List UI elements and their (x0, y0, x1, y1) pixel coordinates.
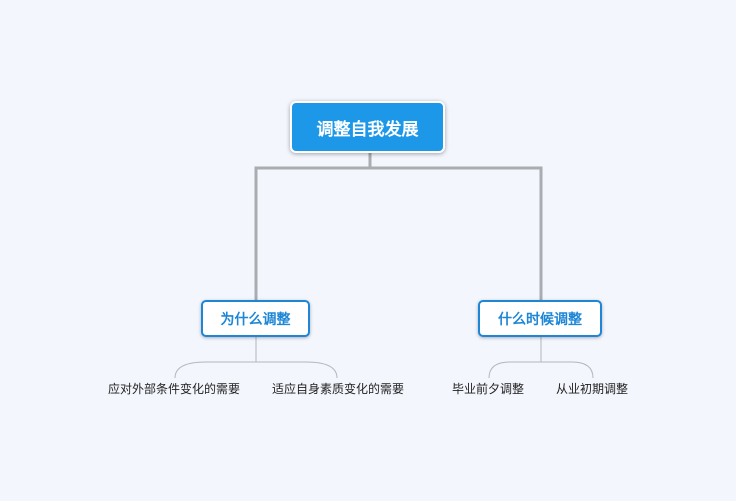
leaf-node-self-change[interactable]: 适应自身素质变化的需要 (272, 382, 405, 396)
branch-node-why[interactable]: 为什么调整 (201, 300, 310, 337)
connector-branch-2-leaves (488, 337, 594, 379)
leaf-node-early-career[interactable]: 从业初期调整 (556, 382, 629, 396)
root-node[interactable]: 调整自我发展 (290, 101, 445, 153)
root-node-label: 调整自我发展 (316, 119, 419, 140)
connector-root-to-branches (254, 153, 543, 300)
leaf-node-before-graduation[interactable]: 毕业前夕调整 (452, 382, 525, 396)
connector-branch-1-leaves (174, 337, 338, 379)
leaf-node-external-change[interactable]: 应对外部条件变化的需要 (108, 382, 241, 396)
branch-node-label: 什么时候调整 (498, 311, 582, 328)
branch-node-when[interactable]: 什么时候调整 (478, 300, 602, 337)
branch-node-label: 为什么调整 (220, 311, 291, 328)
